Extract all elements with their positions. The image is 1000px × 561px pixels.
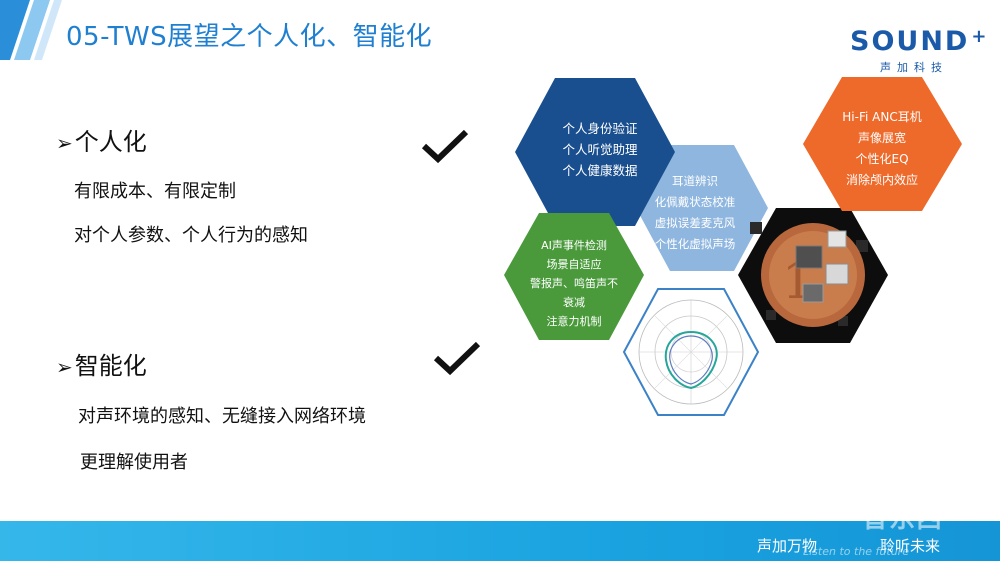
hexagon-navy-text: 个人身份验证 个人听觉助理 个人健康数据 — [562, 121, 638, 178]
logo-word: SOUND — [850, 26, 970, 57]
hexagon-cluster: 1 — [504, 77, 962, 416]
footer-slogan-right: 聆听未来 — [880, 537, 941, 555]
hexagon-green-text: AI声事件检测 场景自适应 警报声、鸣笛声不 衰减 注意力机制 — [530, 239, 618, 328]
section-heading-personal: ➢个人化 — [56, 128, 147, 156]
watermark: 智东西 — [862, 504, 944, 534]
section-heading-smart: ➢智能化 — [56, 352, 147, 380]
hexagon-lightblue-text: 耳道辨识 化佩戴状态校准 虚拟误差麦克风 个性化虚拟声场 — [654, 174, 736, 251]
footer-slogan-english: Listen to the future — [803, 545, 909, 558]
hexagon-lightblue — [636, 145, 768, 271]
logo-plus: + — [971, 26, 989, 47]
arrow-bullet-icon: ➢ — [56, 131, 73, 155]
hexagon-photo-mems-microphones: 1 — [738, 208, 888, 343]
bullet-text: 有限成本、有限定制 — [74, 181, 236, 202]
logo-subtitle: 声加科技 — [880, 61, 948, 74]
corner-decoration — [0, 0, 62, 60]
footer-band — [0, 521, 1000, 561]
hexagon-orange-text: Hi-Fi ANC耳机 声像展宽 个性化EQ 消除颅内效应 — [842, 110, 922, 187]
checkmark-icon — [421, 129, 469, 164]
bullet-text: 对声环境的感知、无缝接入网络环境 — [78, 406, 366, 427]
hexagon-polar-plot — [622, 288, 760, 416]
sound-plus-logo: SOUND+ 声加科技 — [850, 26, 986, 75]
footer-slogan-left: 声加万物 — [757, 537, 818, 555]
hexagon-navy — [515, 78, 675, 226]
bullet-text: 对个人参数、个人行为的感知 — [74, 225, 308, 246]
slide-title: 05-TWS展望之个人化、智能化 — [66, 22, 433, 52]
arrow-bullet-icon: ➢ — [56, 355, 73, 379]
bullet-text: 更理解使用者 — [80, 452, 188, 473]
hexagon-orange — [803, 77, 962, 211]
checkmark-icon — [433, 341, 481, 376]
hexagon-green — [504, 213, 644, 340]
